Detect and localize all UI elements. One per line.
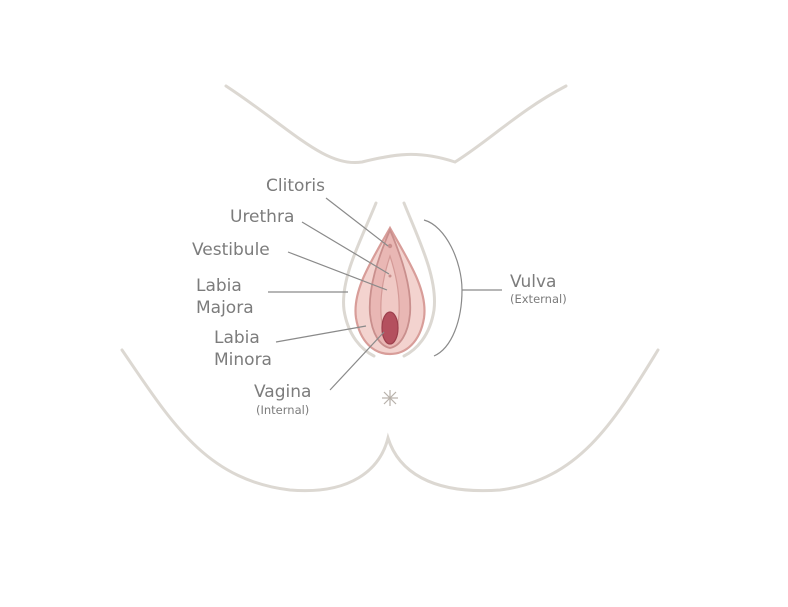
vulva-label: Vulva [510,272,556,292]
vagina-label: Vagina [254,382,311,402]
labia-minora-label-line2: Minora [214,350,272,370]
labia-majora-label-line2: Majora [196,298,254,318]
vulva-bracket [423,219,463,357]
right-thigh-line [402,201,437,358]
urethra-label: Urethra [230,207,294,227]
urethra-leader [301,221,390,275]
labia-majora-label-line1: Labia [196,276,242,296]
upper-body-outline [224,84,568,165]
labia-minora-label-line1: Labia [214,328,260,348]
vestibule-leader [287,251,388,291]
clitoris-leader [325,197,389,247]
vestibule-label: Vestibule [192,240,270,260]
clitoris-point [387,243,393,249]
urethra-point [388,274,392,278]
vaginal-opening [381,311,399,345]
labia-minora-leader [275,325,367,343]
vulva-note: (External) [510,292,567,306]
anus-mark [382,390,398,406]
vagina-note: (Internal) [256,403,309,417]
clitoris-label: Clitoris [266,176,325,196]
left-thigh-line [342,201,378,358]
lower-body-outline [120,348,660,493]
vagina-leader [329,331,385,391]
